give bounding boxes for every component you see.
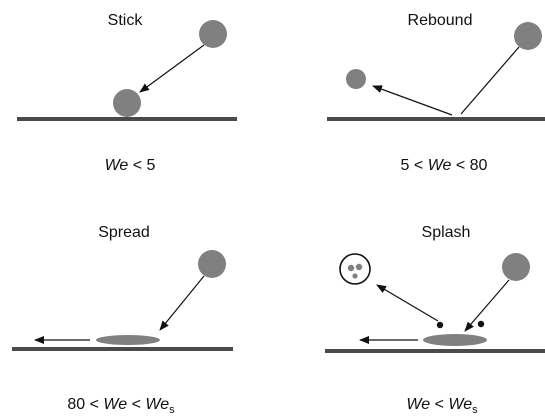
spread-film (96, 335, 160, 345)
surface-bar (12, 347, 233, 351)
ejection-arrow (376, 284, 439, 322)
condition-rebound: 5 < We < 80 (401, 157, 488, 174)
incoming-droplet (502, 253, 530, 281)
impact-arrow (464, 279, 510, 332)
incoming-droplet (514, 22, 542, 50)
rebounding-droplet (346, 69, 366, 89)
impact-arrow (159, 275, 205, 331)
surface-bar (17, 117, 237, 121)
condition-splash: We < Wes (406, 396, 478, 416)
surface-bar (327, 117, 545, 121)
splash-crown (423, 334, 487, 346)
incoming-droplet (199, 20, 227, 48)
panel-title-spread: Spread (98, 224, 150, 241)
condition-stick: We < 5 (105, 157, 156, 174)
secondary-droplet (477, 320, 485, 328)
impact-arrow (139, 44, 205, 93)
panel-stick: Stick We < 5 (17, 12, 237, 174)
stuck-droplet (113, 89, 141, 117)
condition-spread: 80 < We < Wes (67, 396, 175, 416)
secondary-droplet (436, 321, 444, 329)
rebound-arrow (372, 85, 453, 116)
panel-rebound: Rebound 5 < We < 80 (327, 12, 545, 174)
panel-title-rebound: Rebound (408, 12, 473, 29)
panel-splash: Splash We < Wes (325, 224, 545, 416)
surface-bar (325, 349, 545, 353)
panel-title-stick: Stick (108, 12, 144, 29)
incoming-droplet (198, 250, 226, 278)
impact-arrow (460, 46, 520, 115)
panel-title-splash: Splash (422, 224, 471, 241)
secondary-droplet-icon (339, 253, 371, 285)
panel-spread: Spread 80 < We < Wes (12, 224, 233, 416)
